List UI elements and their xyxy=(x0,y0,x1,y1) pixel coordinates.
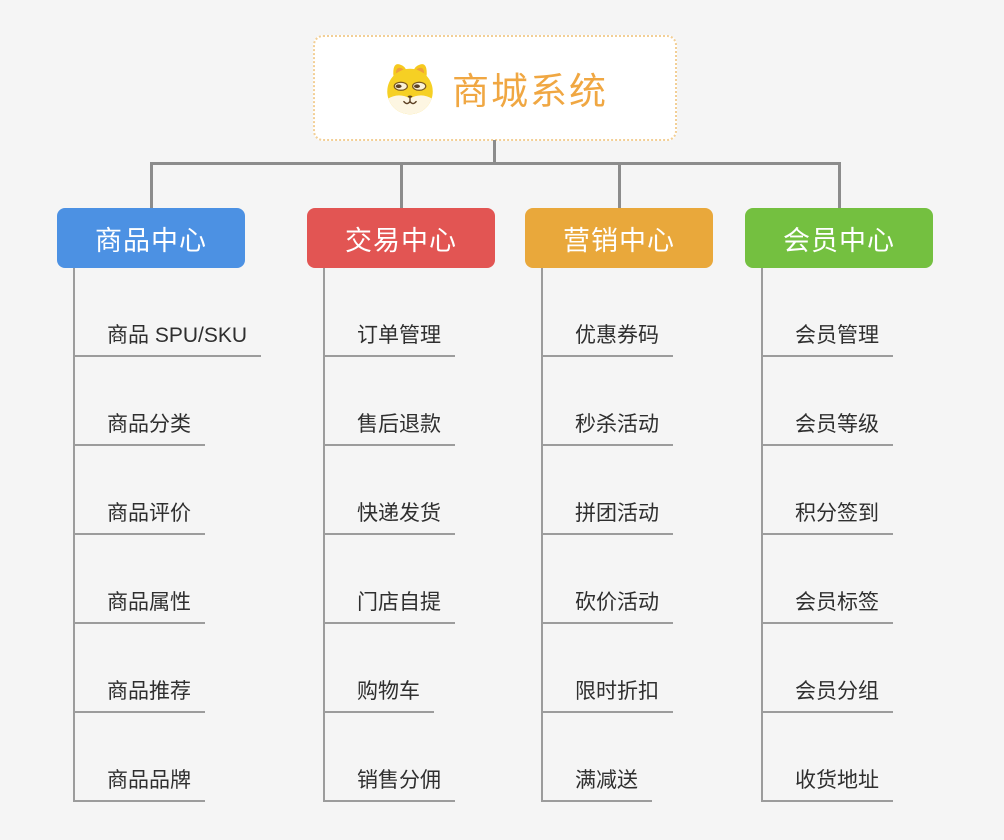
sub-topic[interactable]: 会员管理 xyxy=(761,268,933,357)
sub-topic[interactable]: 门店自提 xyxy=(323,535,495,624)
sub-topic[interactable]: 会员分组 xyxy=(761,624,933,713)
branch-topic-trade[interactable]: 交易中心 xyxy=(307,208,495,268)
branch-trunk-line xyxy=(73,268,75,802)
root-topic[interactable]: 商城系统 xyxy=(313,35,677,141)
sub-topic[interactable]: 优惠券码 xyxy=(541,268,713,357)
sub-topic[interactable]: 限时折扣 xyxy=(541,624,713,713)
branch-trunk-line xyxy=(761,268,763,802)
sub-topic[interactable]: 积分签到 xyxy=(761,446,933,535)
branch-topic-label: 会员中心 xyxy=(783,225,895,256)
branch-children: 商品 SPU/SKU 商品分类 商品评价 商品属性 商品推荐 商品品牌 xyxy=(73,268,262,802)
sub-topic[interactable]: 销售分佣 xyxy=(323,713,495,802)
branch-topic-label: 营销中心 xyxy=(563,225,675,256)
dog-face-icon xyxy=(387,64,433,115)
sub-topic[interactable]: 快递发货 xyxy=(323,446,495,535)
branch-topic-marketing[interactable]: 营销中心 xyxy=(525,208,713,268)
branch-trade-center: 交易中心 订单管理 售后退款 快递发货 门店自提 购物车 销售分佣 xyxy=(307,208,495,802)
branch-marketing-center: 营销中心 优惠券码 秒杀活动 拼团活动 砍价活动 限时折扣 满减送 xyxy=(525,208,713,802)
sub-topic[interactable]: 购物车 xyxy=(323,624,495,713)
connector-drop-branch-3 xyxy=(838,162,841,209)
branch-topic-label: 商品中心 xyxy=(95,225,207,256)
connector-horizontal-rail xyxy=(150,162,841,165)
branch-topic-label: 交易中心 xyxy=(345,225,457,256)
branch-children: 优惠券码 秒杀活动 拼团活动 砍价活动 限时折扣 满减送 xyxy=(541,268,713,802)
sub-topic[interactable]: 商品 SPU/SKU xyxy=(73,268,262,357)
root-topic-label: 商城系统 xyxy=(452,71,608,112)
branch-children: 会员管理 会员等级 积分签到 会员标签 会员分组 收货地址 xyxy=(761,268,933,802)
branch-product-center: 商品中心 商品 SPU/SKU 商品分类 商品评价 商品属性 商品推荐 商品品牌 xyxy=(57,208,262,802)
sub-topic[interactable]: 商品品牌 xyxy=(73,713,245,802)
sub-topic[interactable]: 秒杀活动 xyxy=(541,357,713,446)
sub-topic[interactable]: 商品属性 xyxy=(73,535,245,624)
connector-drop-branch-0 xyxy=(150,162,153,209)
connector-drop-branch-2 xyxy=(618,162,621,209)
sub-topic[interactable]: 会员等级 xyxy=(761,357,933,446)
connector-drop-branch-1 xyxy=(400,162,403,209)
branch-topic-member[interactable]: 会员中心 xyxy=(745,208,933,268)
branch-children: 订单管理 售后退款 快递发货 门店自提 购物车 销售分佣 xyxy=(323,268,495,802)
sub-topic[interactable]: 会员标签 xyxy=(761,535,933,624)
branch-topic-product[interactable]: 商品中心 xyxy=(57,208,245,268)
sub-topic[interactable]: 售后退款 xyxy=(323,357,495,446)
sub-topic[interactable]: 订单管理 xyxy=(323,268,495,357)
branch-trunk-line xyxy=(323,268,325,802)
sub-topic[interactable]: 收货地址 xyxy=(761,713,933,802)
sub-topic[interactable]: 满减送 xyxy=(541,713,713,802)
sub-topic[interactable]: 商品评价 xyxy=(73,446,245,535)
sub-topic[interactable]: 商品推荐 xyxy=(73,624,245,713)
branch-trunk-line xyxy=(541,268,543,802)
branch-member-center: 会员中心 会员管理 会员等级 积分签到 会员标签 会员分组 收货地址 xyxy=(745,208,933,802)
sub-topic[interactable]: 商品分类 xyxy=(73,357,245,446)
sub-topic[interactable]: 砍价活动 xyxy=(541,535,713,624)
sub-topic[interactable]: 拼团活动 xyxy=(541,446,713,535)
connector-root-stub xyxy=(493,140,496,163)
